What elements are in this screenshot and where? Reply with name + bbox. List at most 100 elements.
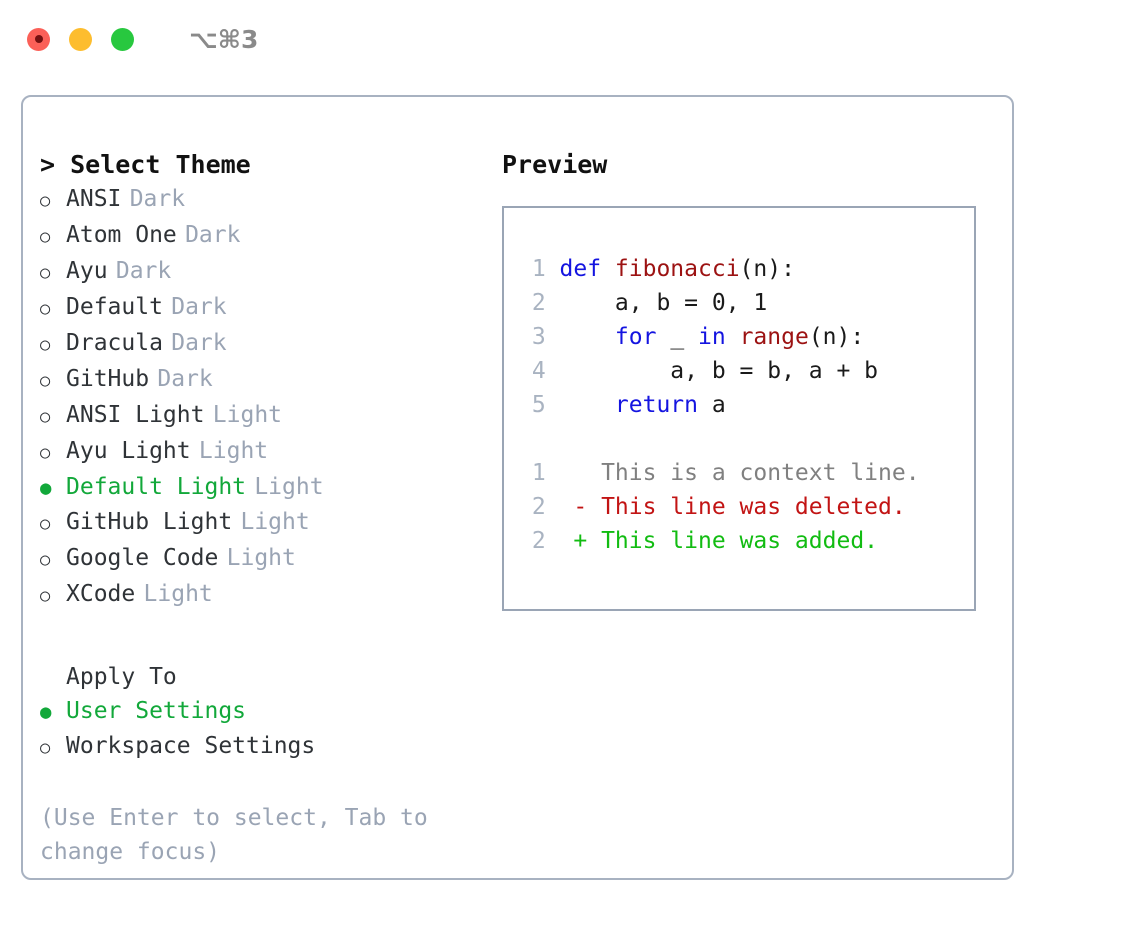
radio-unselected-icon[interactable]: ○: [40, 191, 51, 211]
radio-unselected-icon[interactable]: ○: [40, 443, 51, 463]
theme-name-label: Atom One: [66, 222, 177, 248]
minimize-button-icon[interactable]: [69, 27, 92, 51]
apply-to-heading-label: Apply To: [66, 664, 177, 690]
code-line: 5 return a: [518, 388, 974, 422]
code-token: [726, 320, 740, 354]
radio-unselected-icon[interactable]: ○: [40, 407, 51, 427]
theme-name-label: Default: [66, 294, 163, 320]
theme-list-item[interactable]: ○ GitHub Dark: [40, 362, 489, 398]
theme-list-item[interactable]: ○ ANSI Dark: [40, 182, 489, 218]
theme-list-item[interactable]: ○ Google Code Light: [40, 541, 489, 577]
apply-to-list[interactable]: ● User Settings ○ Workspace Settings: [40, 694, 489, 765]
radio-unselected-icon[interactable]: ○: [40, 227, 51, 247]
theme-variant-label: Dark: [157, 366, 213, 392]
apply-to-item[interactable]: ● User Settings: [40, 694, 489, 729]
radio-unselected-icon[interactable]: ○: [40, 371, 51, 391]
theme-name-label: GitHub: [66, 366, 150, 392]
code-token: [560, 320, 615, 354]
radio-unselected-icon[interactable]: ○: [40, 263, 51, 283]
code-token: a, b = b, a + b: [559, 358, 879, 384]
theme-list-item[interactable]: ○ Default Dark: [40, 290, 489, 326]
theme-name-label: ANSI: [66, 186, 122, 212]
line-number: 3: [531, 324, 546, 350]
traffic-lights: [27, 27, 134, 51]
maximize-button-icon[interactable]: [111, 27, 134, 51]
code-token: (n):: [808, 324, 865, 350]
radio-unselected-icon[interactable]: ○: [40, 550, 51, 570]
code-token: range: [739, 324, 809, 350]
theme-name-label: Ayu: [66, 258, 108, 284]
title-bar: ⌥⌘3: [0, 0, 1140, 78]
code-token: _: [656, 324, 699, 350]
theme-variant-label: Dark: [171, 294, 227, 320]
theme-name-label: Dracula: [66, 330, 163, 356]
apply-to-label: Workspace Settings: [66, 733, 316, 759]
close-button-icon[interactable]: [27, 27, 50, 51]
code-token: return: [614, 392, 699, 418]
code-token: in: [698, 324, 726, 350]
radio-unselected-icon[interactable]: ○: [40, 738, 51, 758]
line-number: 4: [531, 358, 546, 384]
apply-to-heading-marker: ○: [40, 660, 66, 694]
radio-selected-icon[interactable]: ●: [40, 701, 52, 723]
radio-unselected-icon[interactable]: ○: [40, 335, 51, 355]
radio-selected-icon[interactable]: ●: [40, 477, 52, 499]
radio-unselected-icon[interactable]: ○: [40, 299, 51, 319]
code-token: for: [614, 324, 657, 350]
apply-to-item[interactable]: ○ Workspace Settings: [40, 729, 489, 765]
apply-to-heading: ○ Apply To: [40, 660, 489, 694]
line-number: 2: [531, 290, 546, 316]
diff-line: 2 - This line was deleted.: [518, 490, 974, 524]
line-number: 5: [531, 392, 546, 418]
line-number: 2: [531, 528, 546, 554]
theme-name-label: Ayu Light: [66, 438, 191, 464]
code-token: (n):: [739, 256, 795, 282]
radio-unselected-icon[interactable]: ○: [40, 586, 51, 606]
code-token: + This line was added.: [559, 528, 879, 554]
theme-list-item[interactable]: ○ Atom One Dark: [40, 218, 489, 254]
line-number: 1: [531, 256, 546, 282]
theme-variant-label: Light: [212, 402, 283, 428]
theme-name-label: ANSI Light: [66, 402, 205, 428]
diff-line: 1 This is a context line.: [518, 456, 974, 490]
code-token: def: [559, 256, 615, 282]
theme-variant-label: Light: [143, 581, 213, 607]
code-token: a: [698, 392, 726, 418]
select-theme-heading: > Select Theme: [40, 150, 251, 179]
theme-list-item[interactable]: ○ ANSI Light Light: [40, 398, 489, 434]
code-line: 4 a, b = b, a + b: [518, 354, 974, 388]
code-token: This is a context line.: [559, 460, 920, 486]
diff-line: 2 + This line was added.: [518, 524, 974, 558]
line-number: 1: [531, 460, 546, 486]
theme-variant-label: Dark: [129, 186, 186, 212]
code-line: 2 a, b = 0, 1: [518, 286, 974, 320]
theme-variant-label: Dark: [171, 330, 227, 356]
line-number: 2: [531, 494, 546, 520]
preview-heading: Preview: [502, 150, 608, 179]
theme-list-item[interactable]: ○ Dracula Dark: [40, 326, 489, 362]
theme-variant-label: Light: [226, 545, 296, 571]
theme-variant-label: Light: [198, 438, 269, 464]
theme-list-item[interactable]: ○ Ayu Light Light: [40, 434, 489, 470]
keyboard-hint-text: (Use Enter to select, Tab to change focu…: [40, 805, 442, 865]
keyboard-shortcut-label: ⌥⌘3: [189, 24, 259, 54]
code-token: - This line was deleted.: [559, 494, 906, 520]
theme-variant-label: Dark: [185, 222, 241, 248]
radio-unselected-icon[interactable]: ○: [40, 514, 51, 534]
code-token: a, b = 0, 1: [559, 290, 768, 316]
theme-name-label: Google Code: [66, 545, 219, 571]
diff-sample: 1 This is a context line.2 - This line w…: [518, 456, 974, 558]
code-token: fibonacci: [614, 256, 740, 282]
code-line: 3 for _ in range(n):: [518, 320, 974, 354]
apply-to-label: User Settings: [66, 698, 247, 724]
